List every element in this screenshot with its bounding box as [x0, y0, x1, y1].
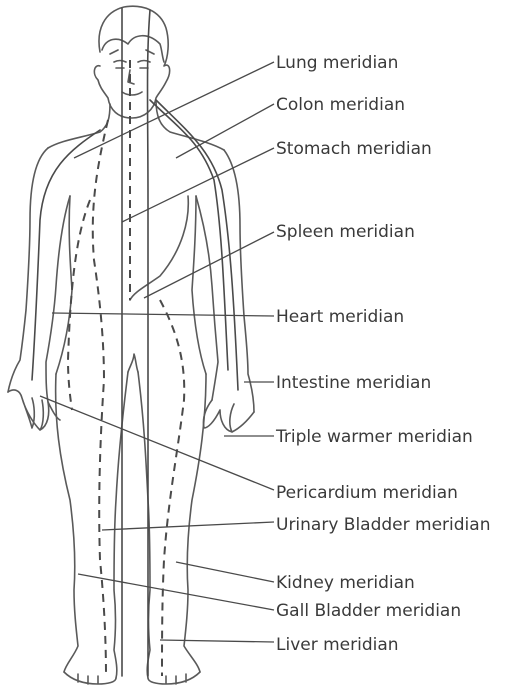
label-spleen-meridian: Spleen meridian — [276, 222, 415, 242]
meridian-dashed-inner-left — [93, 120, 108, 676]
leader-liver — [160, 640, 274, 642]
meridian-dashed-right-leg — [160, 300, 184, 676]
left-leg-inner — [114, 372, 128, 678]
label-urinary-bladder-meridian: Urinary Bladder meridian — [276, 515, 490, 535]
leader-urinary-bladder — [102, 522, 274, 530]
meridian-paths — [32, 8, 238, 676]
leader-colon — [176, 104, 274, 158]
chest-line — [130, 196, 188, 300]
label-kidney-meridian: Kidney meridian — [276, 573, 415, 593]
left-arm-inner — [46, 196, 70, 402]
left-arm-outer — [8, 148, 48, 392]
torso-right-side — [192, 196, 206, 374]
meridian-arm-outer-right — [150, 100, 228, 370]
right-arm-outer — [224, 150, 254, 412]
meridian-arm-mid-right — [156, 100, 238, 390]
label-triple-warmer-meridian: Triple warmer meridian — [275, 427, 473, 447]
right-arm-inner — [196, 196, 218, 400]
leader-heart — [52, 313, 274, 316]
left-foot — [64, 672, 116, 684]
right-leg-outer — [184, 374, 206, 672]
neck-left — [48, 104, 110, 148]
label-colon-meridian: Colon meridian — [276, 95, 405, 115]
crotch-line — [128, 354, 138, 372]
label-pericardium-meridian: Pericardium meridian — [276, 483, 458, 503]
meridian-arm-outer-left — [32, 130, 100, 380]
leader-lung — [74, 62, 274, 158]
label-heart-meridian: Heart meridian — [276, 307, 404, 327]
hair-line — [102, 36, 164, 62]
right-foot — [148, 672, 200, 684]
left-hand — [8, 390, 60, 430]
leader-kidney — [176, 562, 274, 582]
leader-spleen — [144, 232, 274, 298]
leader-gall-bladder — [78, 574, 274, 610]
leader-stomach — [122, 148, 274, 222]
label-lung-meridian: Lung meridian — [276, 53, 398, 73]
label-liver-meridian: Liver meridian — [276, 635, 399, 655]
right-hand — [203, 400, 254, 432]
label-gall-bladder-meridian: Gall Bladder meridian — [276, 601, 461, 621]
label-intestine-meridian: Intestine meridian — [276, 373, 431, 393]
label-stomach-meridian: Stomach meridian — [276, 139, 432, 159]
neck-right — [156, 100, 224, 150]
meridian-labels: Lung meridian Colon meridian Stomach mer… — [275, 53, 490, 655]
leader-pericardium — [40, 396, 274, 490]
